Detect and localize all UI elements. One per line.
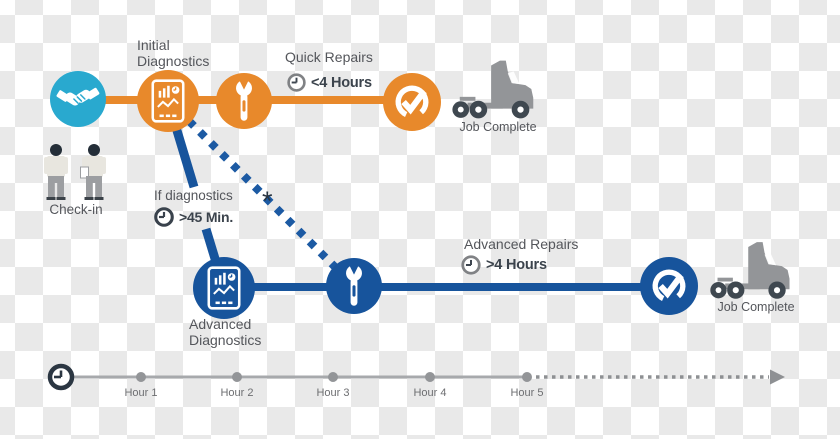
initial-diagnostics-label: Initial Diagnostics [137,37,210,70]
initial-diagnostics-node [137,70,199,132]
advanced-repairs-label: Advanced Repairs [464,236,579,252]
advanced-job-complete-label: Job Complete [717,300,795,314]
diagnostics-tablet-icon [207,266,241,310]
timeline-hour-1: Hour 1 [124,387,158,399]
timeline-dot-hour3 [328,372,338,382]
check-ring-icon [395,85,429,119]
timeline-hour-3: Hour 3 [316,387,350,399]
advanced-repair-node [326,258,382,314]
quick-truck-icon [448,57,546,126]
timeline-dot-hour1 [136,372,146,382]
checkin-handshake-node [50,71,106,127]
branch-threshold-text: >45 Min. [179,209,234,225]
footnote-asterisk: * [262,186,273,216]
handshake-icon [56,87,100,106]
advanced-truck-icon [706,239,802,306]
clock-icon [287,73,306,92]
timeline-dot-hour5 [522,372,532,382]
advanced-repairs-duration: >4 Hours [460,254,547,276]
branch-line-upper [170,122,199,189]
wrench-icon [236,79,252,121]
clock-icon [154,207,174,227]
wrench-icon [346,264,362,306]
timeline-clock-icon [47,363,75,391]
timeline-dot-hour2 [232,372,242,382]
branch-line-lower [201,227,221,264]
quick-repair-node [216,73,272,129]
check-ring-icon [652,269,686,303]
quick-job-complete-label: Job Complete [459,120,537,134]
advanced-repairs-duration-text: >4 Hours [486,257,547,273]
branch-condition-label: If diagnostics [154,188,233,203]
quick-repairs-duration-text: <4 Hours [311,74,372,91]
advanced-diagnostics-node [193,257,255,319]
dotted-branch-line [186,118,339,271]
diagnostics-tablet-icon [151,79,185,123]
checkin-label: Check-in [49,202,103,217]
quick-repairs-label: Quick Repairs [285,49,373,65]
timeline-hour-4: Hour 4 [413,387,447,399]
timeline-dot-hour4 [425,372,435,382]
branch-threshold: >45 Min. [153,206,233,228]
quick-repairs-duration: <4 Hours [286,72,372,93]
advanced-diagnostics-label: Advanced Diagnostics [189,316,262,349]
checkin-people-icon [38,143,114,206]
quick-complete-node [383,73,441,131]
timeline-hour-2: Hour 2 [220,387,254,399]
clock-icon [461,255,481,275]
advanced-complete-node [640,257,698,315]
timeline-arrow-icon [770,369,785,385]
timeline-hour-5: Hour 5 [510,387,544,399]
